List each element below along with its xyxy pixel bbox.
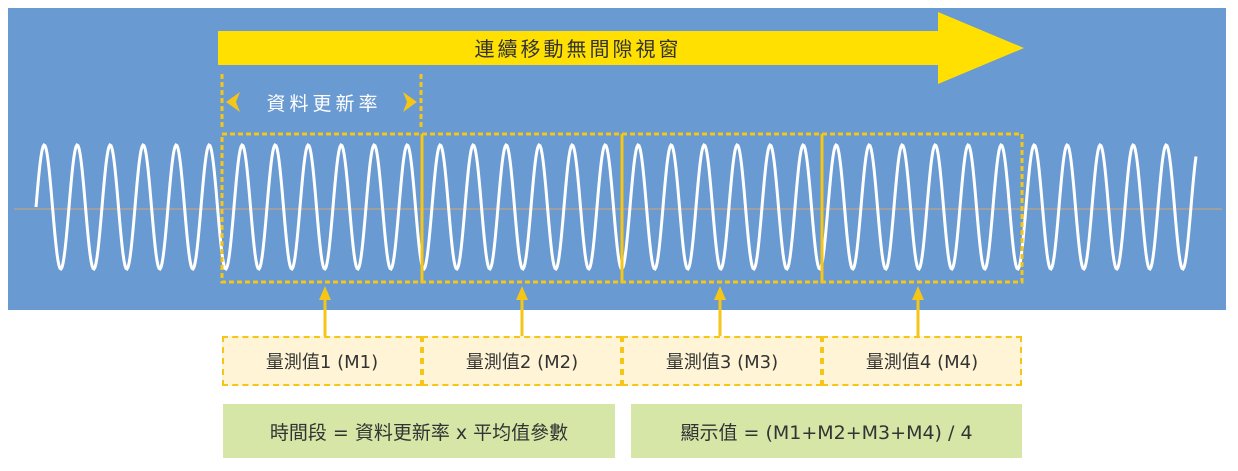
update-rate-bracket — [220, 74, 423, 128]
measurement-arrowhead-2 — [516, 286, 528, 300]
measurement-segment-2 — [420, 132, 624, 284]
measurement-arrows — [319, 286, 924, 336]
measurement-label-2: 量測值2 (M2) — [465, 352, 579, 373]
measurement-label-4: 量測值4 (M4) — [865, 352, 979, 373]
measurement-segments — [220, 132, 1024, 284]
measurement-label-1: 量測值1 (M1) — [265, 352, 379, 373]
measurement-box-1: 量測值1 (M1) — [222, 336, 422, 386]
sine-wave — [34, 143, 1198, 271]
moving-window-arrow — [218, 12, 1024, 84]
measurement-box-3: 量測值3 (M3) — [622, 336, 822, 386]
measurement-arrowhead-1 — [319, 286, 331, 300]
measurement-segment-1 — [220, 132, 424, 284]
display-value-formula: 顯示值 = (M1+M2+M3+M4) / 4 — [680, 421, 973, 444]
moving-window-label: 連續移動無間隙視窗 — [474, 36, 682, 61]
update-rate-left-arrowhead — [226, 92, 240, 112]
measurement-box-2: 量測值2 (M2) — [422, 336, 622, 386]
measurement-arrowhead-3 — [714, 286, 726, 300]
update-rate-right-arrowhead — [403, 92, 417, 112]
update-rate-label: 資料更新率 — [266, 92, 382, 115]
time-segment-formula-box: 時間段 = 資料更新率 x 平均值參數 — [223, 404, 615, 458]
measurement-segment-3 — [620, 132, 824, 284]
measurement-arrowhead-4 — [912, 286, 924, 300]
measurement-label-3: 量測值3 (M3) — [665, 352, 779, 373]
measurement-segment-4 — [820, 132, 1024, 284]
measurement-box-4: 量測值4 (M4) — [822, 336, 1022, 386]
time-segment-formula: 時間段 = 資料更新率 x 平均值參數 — [269, 421, 569, 444]
display-value-formula-box: 顯示值 = (M1+M2+M3+M4) / 4 — [631, 404, 1022, 458]
